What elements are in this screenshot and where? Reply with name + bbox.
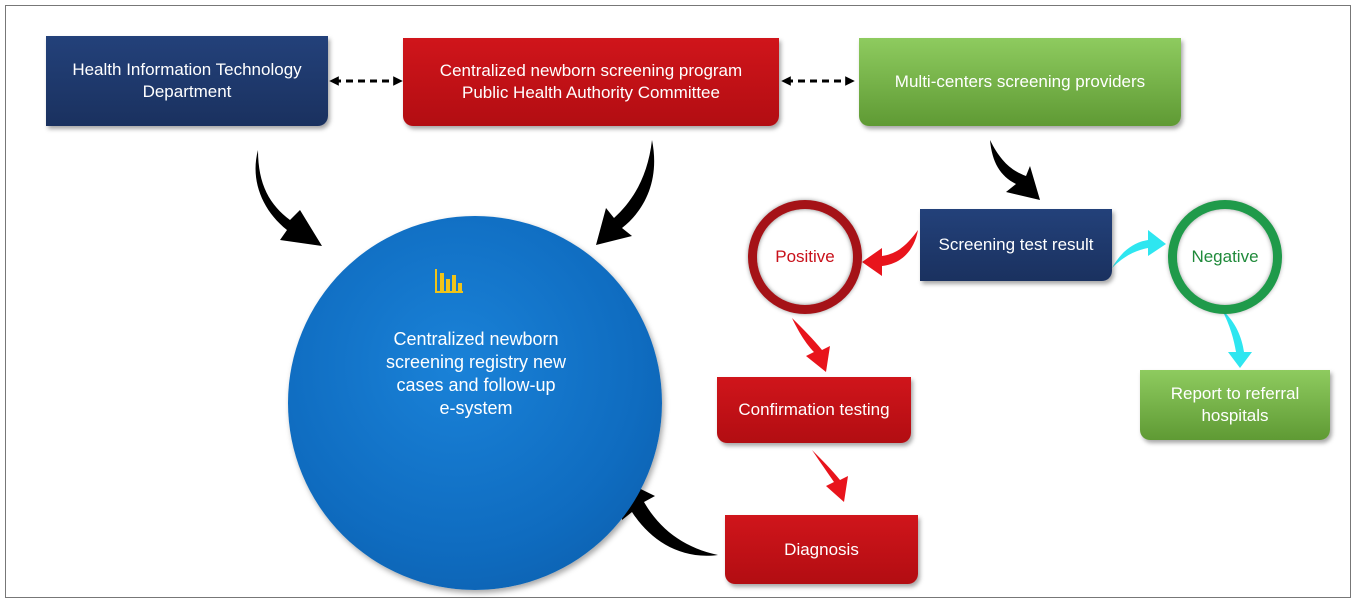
arrow-result-to-positive [862, 230, 918, 276]
central-program-box: Centralized newborn screening program Pu… [403, 38, 779, 126]
registry-text: Centralized newborn screening registry n… [330, 328, 622, 420]
bar-chart-icon [435, 269, 463, 293]
central-program-line2: Public Health Authority Committee [462, 83, 720, 102]
positive-label: Positive [775, 247, 835, 266]
providers-label: Multi-centers screening providers [894, 72, 1146, 91]
providers-box: Multi-centers screening providers [859, 38, 1181, 126]
arrow-result-to-negative [1112, 230, 1166, 268]
central-program-line1: Centralized newborn screening program [439, 61, 743, 80]
confirmation-label: Confirmation testing [738, 400, 890, 419]
arrow-providers-to-result [990, 140, 1040, 200]
positive-ring: Positive [748, 200, 862, 314]
arrow-it-to-registry [255, 150, 322, 246]
registry-line3: cases and follow-up [396, 375, 556, 395]
arrow-program-to-registry [596, 140, 655, 245]
report-box: Report to referral hospitals [1140, 370, 1330, 440]
health-it-box: Health Information Technology Department [46, 36, 328, 126]
screening-result-box: Screening test result [920, 209, 1112, 281]
screening-result-label: Screening test result [938, 235, 1094, 254]
health-it-label: Health Information Technology Department [72, 60, 302, 101]
arrow-negative-to-report [1222, 310, 1252, 368]
registry-circle [288, 216, 662, 590]
arrow-positive-to-confirmation [792, 318, 830, 372]
report-line1: Report to referral [1170, 384, 1300, 403]
registry-line2: screening registry new [385, 352, 567, 372]
arrow-confirmation-to-diagnosis [812, 450, 848, 502]
negative-label: Negative [1191, 247, 1259, 266]
arrow-diagnosis-to-registry [622, 480, 718, 556]
registry-line1: Centralized newborn [393, 329, 559, 349]
diagnosis-label: Diagnosis [784, 539, 859, 559]
report-line2: hospitals [1201, 406, 1269, 425]
diagnosis-box: Diagnosis [725, 515, 918, 584]
negative-ring: Negative [1168, 200, 1282, 314]
confirmation-box: Confirmation testing [717, 377, 911, 443]
registry-line4: e-system [439, 398, 513, 418]
